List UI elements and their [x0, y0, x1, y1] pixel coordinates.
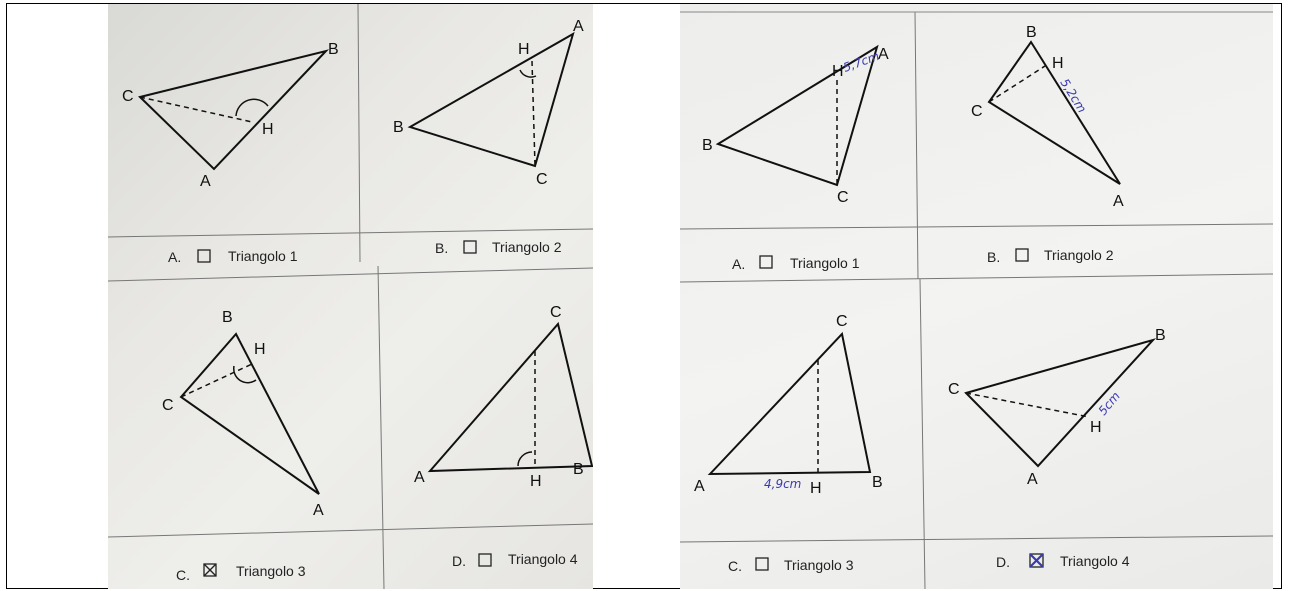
right-worksheet-drawing: B A H C 5,7cm B H C A 5,2cm A. Triangolo — [680, 11, 1273, 589]
vertex-label: H — [810, 480, 822, 497]
vertex-label: A — [1113, 193, 1124, 210]
vertex-label: A — [694, 478, 705, 495]
option-label: Triangolo 2 — [1044, 247, 1114, 263]
vertex-label: C — [550, 304, 562, 321]
checkbox[interactable] — [755, 557, 769, 571]
option-label: Triangolo 1 — [228, 248, 298, 264]
vertex-label: A — [573, 18, 584, 35]
vertex-label: C — [948, 381, 960, 398]
left-triangle-1: C B A H — [122, 41, 339, 190]
right-option-b[interactable]: B. Triangolo 2 — [987, 247, 1114, 265]
vertex-label: C — [122, 88, 134, 105]
vertex-label: H — [518, 41, 530, 58]
option-letter: B. — [987, 249, 1000, 265]
checkbox-checked[interactable] — [203, 563, 217, 577]
vertex-label: H — [254, 341, 266, 358]
right-triangle-3: C A H B 4,9cm — [694, 313, 883, 497]
option-label: Triangolo 1 — [790, 255, 860, 271]
vertex-label: C — [836, 313, 848, 330]
option-label: Triangolo 4 — [508, 551, 578, 567]
vertex-label: B — [222, 309, 233, 326]
worksheet-frame: C B A H B A C H A. Triangolo 1 — [6, 3, 1282, 589]
right-option-d[interactable]: D. Triangolo 4 — [996, 553, 1130, 570]
vertex-label: A — [313, 502, 324, 519]
vertex-label: H — [530, 473, 542, 490]
vertex-label: C — [837, 189, 849, 206]
option-letter: C. — [176, 567, 190, 583]
right-worksheet-photo: B A H C 5,7cm B H C A 5,2cm A. Triangolo — [680, 4, 1273, 589]
left-option-a[interactable]: A. Triangolo 1 — [168, 248, 298, 265]
vertex-label: H — [1090, 419, 1102, 436]
right-triangle-2: B H C A 5,2cm — [971, 24, 1124, 210]
left-worksheet-photo: C B A H B A C H A. Triangolo 1 — [108, 4, 593, 589]
vertex-label: H — [832, 63, 844, 80]
left-triangle-3: B C H A — [162, 309, 324, 519]
checkbox-checked[interactable] — [1029, 553, 1044, 568]
checkbox[interactable] — [197, 249, 211, 263]
vertex-label: C — [162, 397, 174, 414]
left-triangle-4: C A H B — [414, 304, 593, 490]
option-label: Triangolo 2 — [492, 239, 562, 255]
option-label: Triangolo 4 — [1060, 553, 1130, 569]
option-letter: D. — [452, 553, 466, 569]
right-option-c[interactable]: C. Triangolo 3 — [728, 557, 854, 574]
option-label: Triangolo 3 — [236, 563, 306, 579]
left-triangle-2: B A C H — [393, 18, 584, 188]
vertex-label: B — [702, 137, 713, 154]
vertex-label: H — [1052, 55, 1064, 72]
right-triangle-4: B C H A 5cm — [948, 327, 1166, 488]
vertex-label: H — [262, 121, 274, 138]
left-worksheet-drawing: C B A H B A C H A. Triangolo 1 — [108, 4, 593, 589]
vertex-label: C — [536, 171, 548, 188]
option-letter: C. — [728, 558, 742, 574]
handwritten-measure: 5cm — [1096, 389, 1123, 418]
left-option-c[interactable]: C. Triangolo 3 — [176, 563, 306, 583]
vertex-label: B — [393, 119, 404, 136]
handwritten-measure: 4,9cm — [764, 477, 801, 491]
option-label: Triangolo 3 — [784, 557, 854, 573]
checkbox[interactable] — [759, 255, 773, 269]
vertex-label: B — [573, 461, 584, 478]
checkbox[interactable] — [463, 240, 477, 254]
option-letter: A. — [732, 256, 745, 272]
checkbox[interactable] — [1015, 248, 1029, 262]
option-letter: B. — [435, 240, 448, 256]
vertex-label: C — [971, 103, 983, 120]
right-option-a[interactable]: A. Triangolo 1 — [732, 255, 860, 272]
vertex-label: B — [1026, 24, 1037, 41]
vertex-label: B — [872, 474, 883, 491]
right-triangle-1: B A H C 5,7cm — [702, 44, 889, 206]
vertex-label: A — [414, 469, 425, 486]
vertex-label: A — [878, 46, 889, 63]
checkbox[interactable] — [478, 553, 492, 567]
vertex-label: B — [1155, 327, 1166, 344]
vertex-label: A — [1027, 471, 1038, 488]
vertex-label: B — [328, 41, 339, 58]
left-option-b[interactable]: B. Triangolo 2 — [435, 239, 562, 256]
option-letter: D. — [996, 554, 1010, 570]
handwritten-measure: 5,7cm — [841, 49, 881, 75]
vertex-label: A — [200, 173, 211, 190]
option-letter: A. — [168, 249, 181, 265]
left-option-d[interactable]: D. Triangolo 4 — [452, 551, 578, 569]
